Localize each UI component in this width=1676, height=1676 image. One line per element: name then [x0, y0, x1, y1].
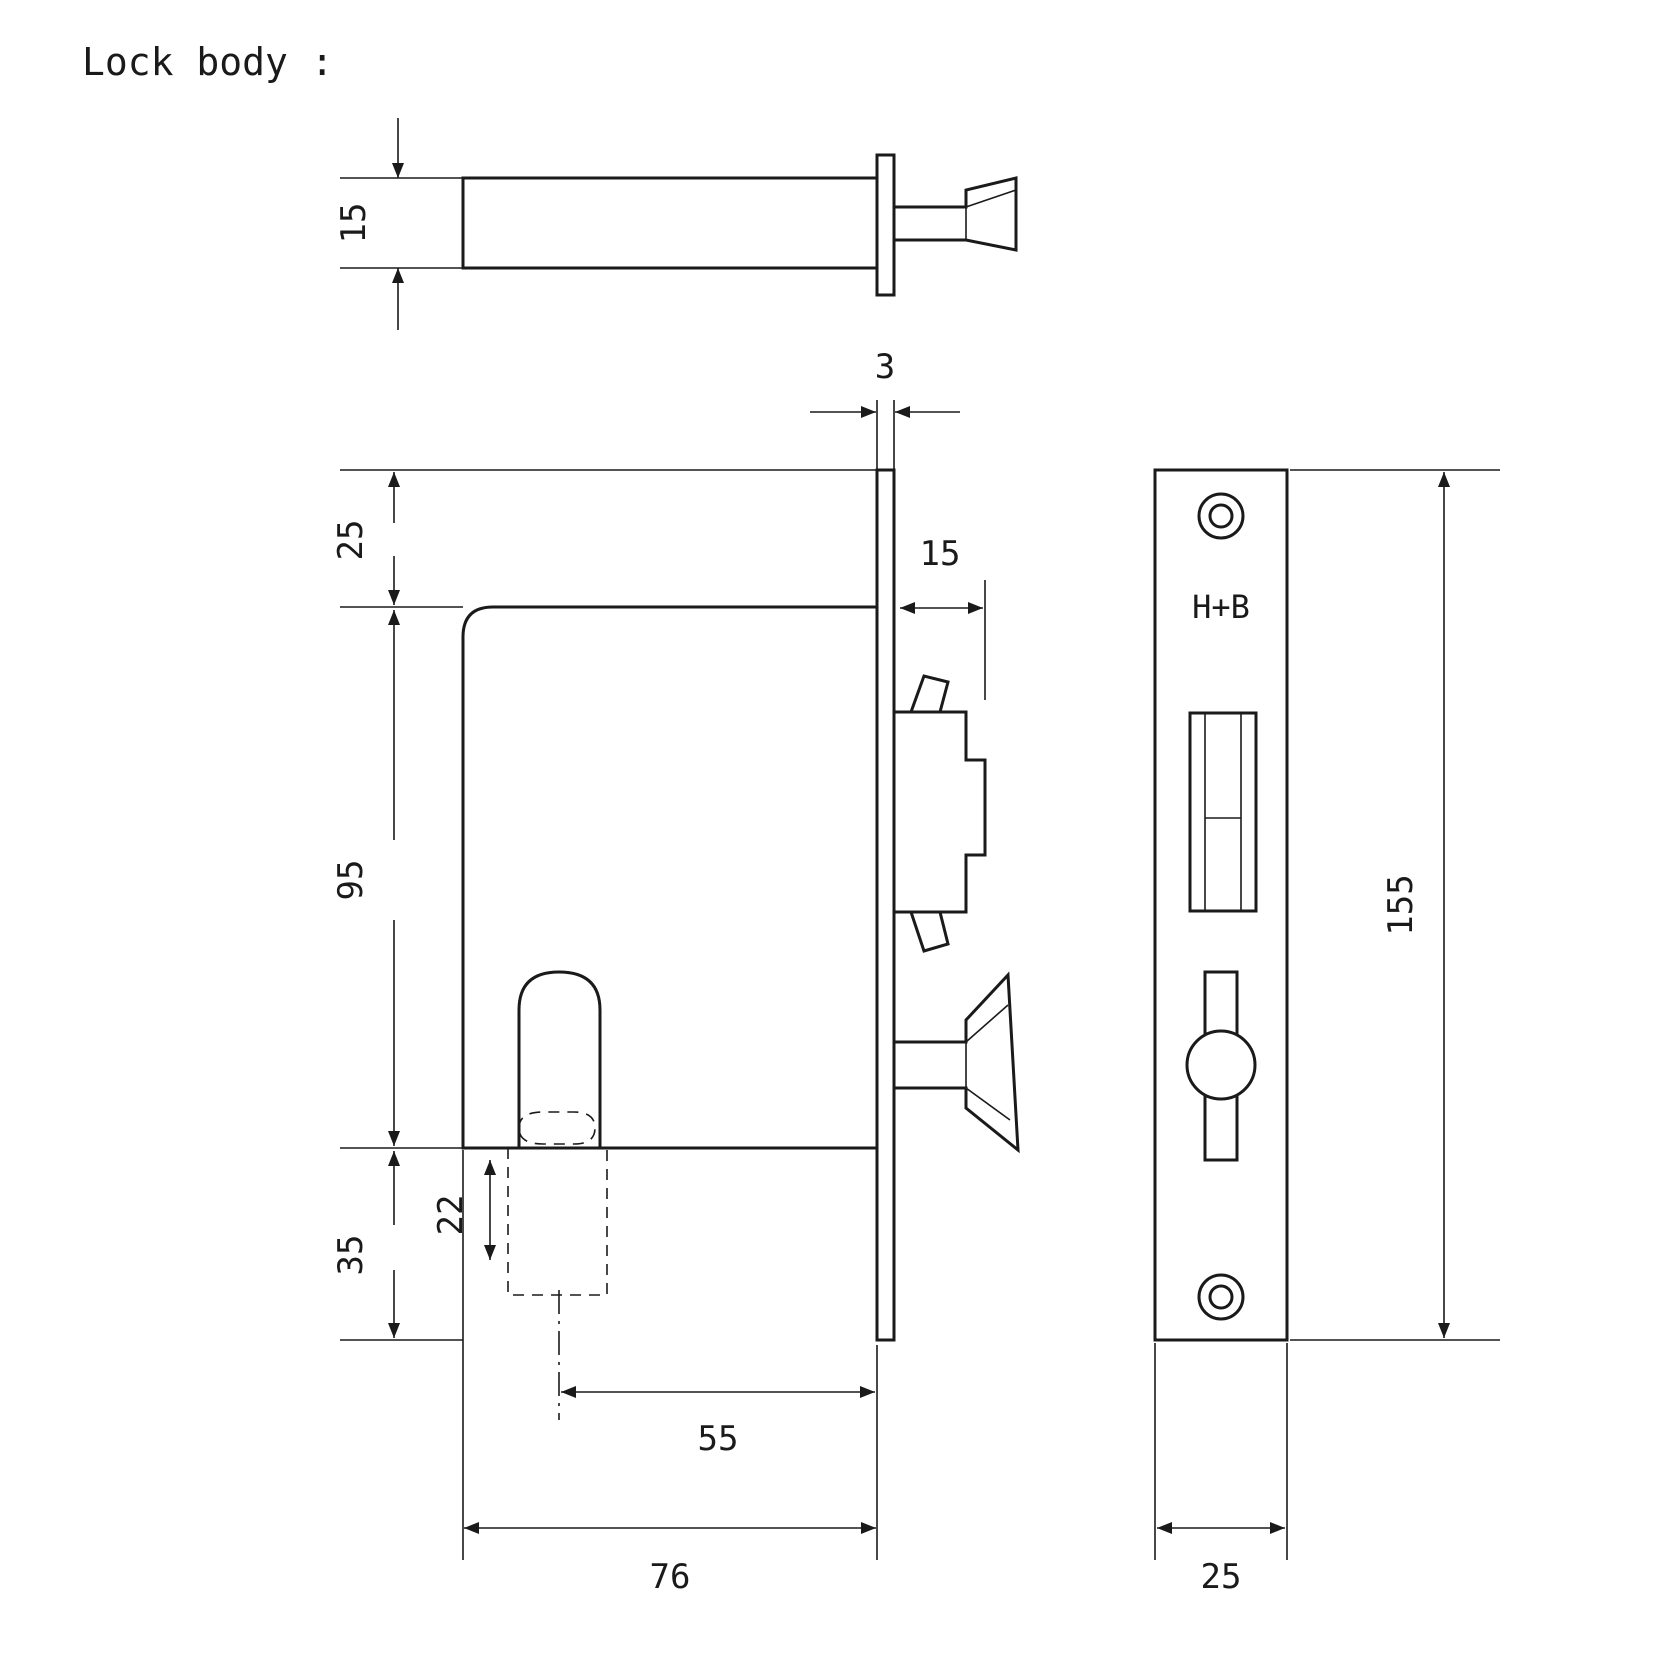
dim-label-55: 55	[698, 1419, 739, 1459]
faceplate-front-view: H+B	[1153, 468, 1289, 1342]
dim-label-25: 25	[331, 520, 371, 561]
dim-label-76: 76	[650, 1557, 691, 1597]
dimension-55: 55	[558, 1290, 875, 1459]
dimension-15-latch: 15	[900, 534, 986, 700]
side-view-lock-body	[461, 468, 1020, 1342]
dimension-stack-left: 25 95 35	[331, 469, 877, 1341]
dim-label-15-top: 15	[334, 203, 374, 244]
dim-label-22: 22	[431, 1195, 471, 1236]
dim-label-15-latch: 15	[920, 534, 961, 574]
dimension-15-top: 15	[334, 118, 463, 330]
dimension-22: 22	[431, 1160, 496, 1260]
brand-label: H+B	[1192, 588, 1250, 626]
dim-label-35: 35	[331, 1235, 371, 1276]
dim-label-25-width: 25	[1201, 1557, 1242, 1597]
dim-label-155: 155	[1381, 874, 1421, 935]
dimension-25-width: 25	[1154, 1343, 1288, 1597]
dimension-3: 3	[810, 347, 960, 470]
drawing-title: Lock body :	[82, 40, 334, 84]
dim-label-95: 95	[331, 860, 371, 901]
dimension-76: 76	[462, 1150, 878, 1597]
dim-label-3: 3	[875, 347, 895, 387]
dimension-155: 155	[1290, 469, 1500, 1341]
top-view	[461, 153, 1018, 297]
